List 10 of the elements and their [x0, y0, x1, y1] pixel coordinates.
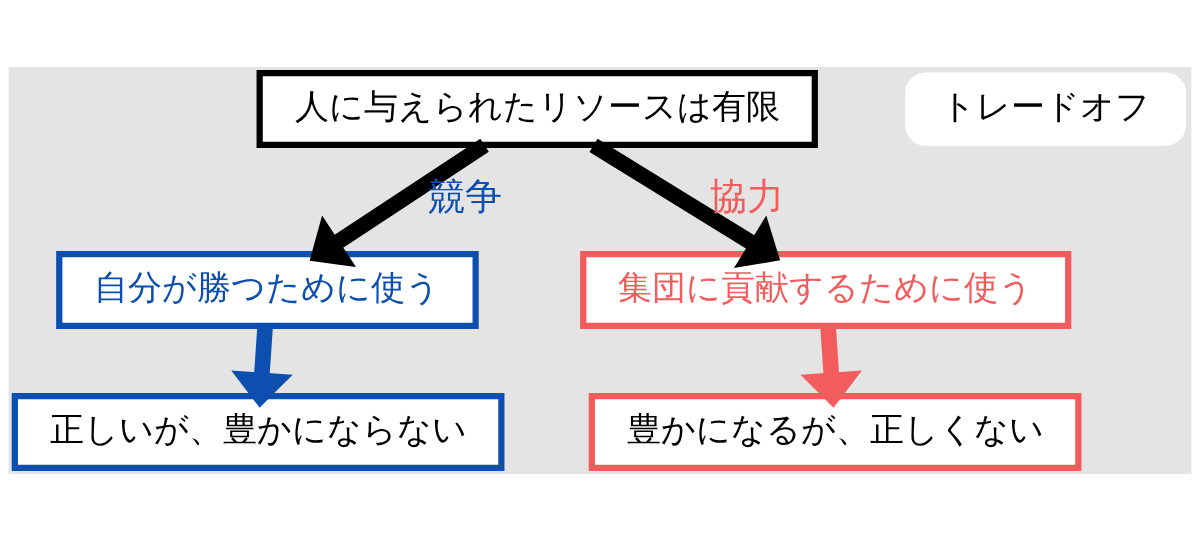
- arrow: [589, 138, 781, 268]
- arrow: [309, 138, 489, 267]
- node-box: 正しいが、豊かにならない: [11, 392, 505, 471]
- edge-label: 競争: [427, 173, 502, 218]
- edge-label: 協力: [709, 173, 784, 218]
- node-box: トレードオフ: [905, 71, 1186, 146]
- node-box: 人に与えられたリソースは有限: [256, 69, 818, 148]
- node-box: 自分が勝つために使う: [56, 250, 479, 329]
- node-box: 集団に貢献するために使う: [580, 250, 1072, 329]
- node-box: 豊かになるが、正しくない: [588, 392, 1082, 471]
